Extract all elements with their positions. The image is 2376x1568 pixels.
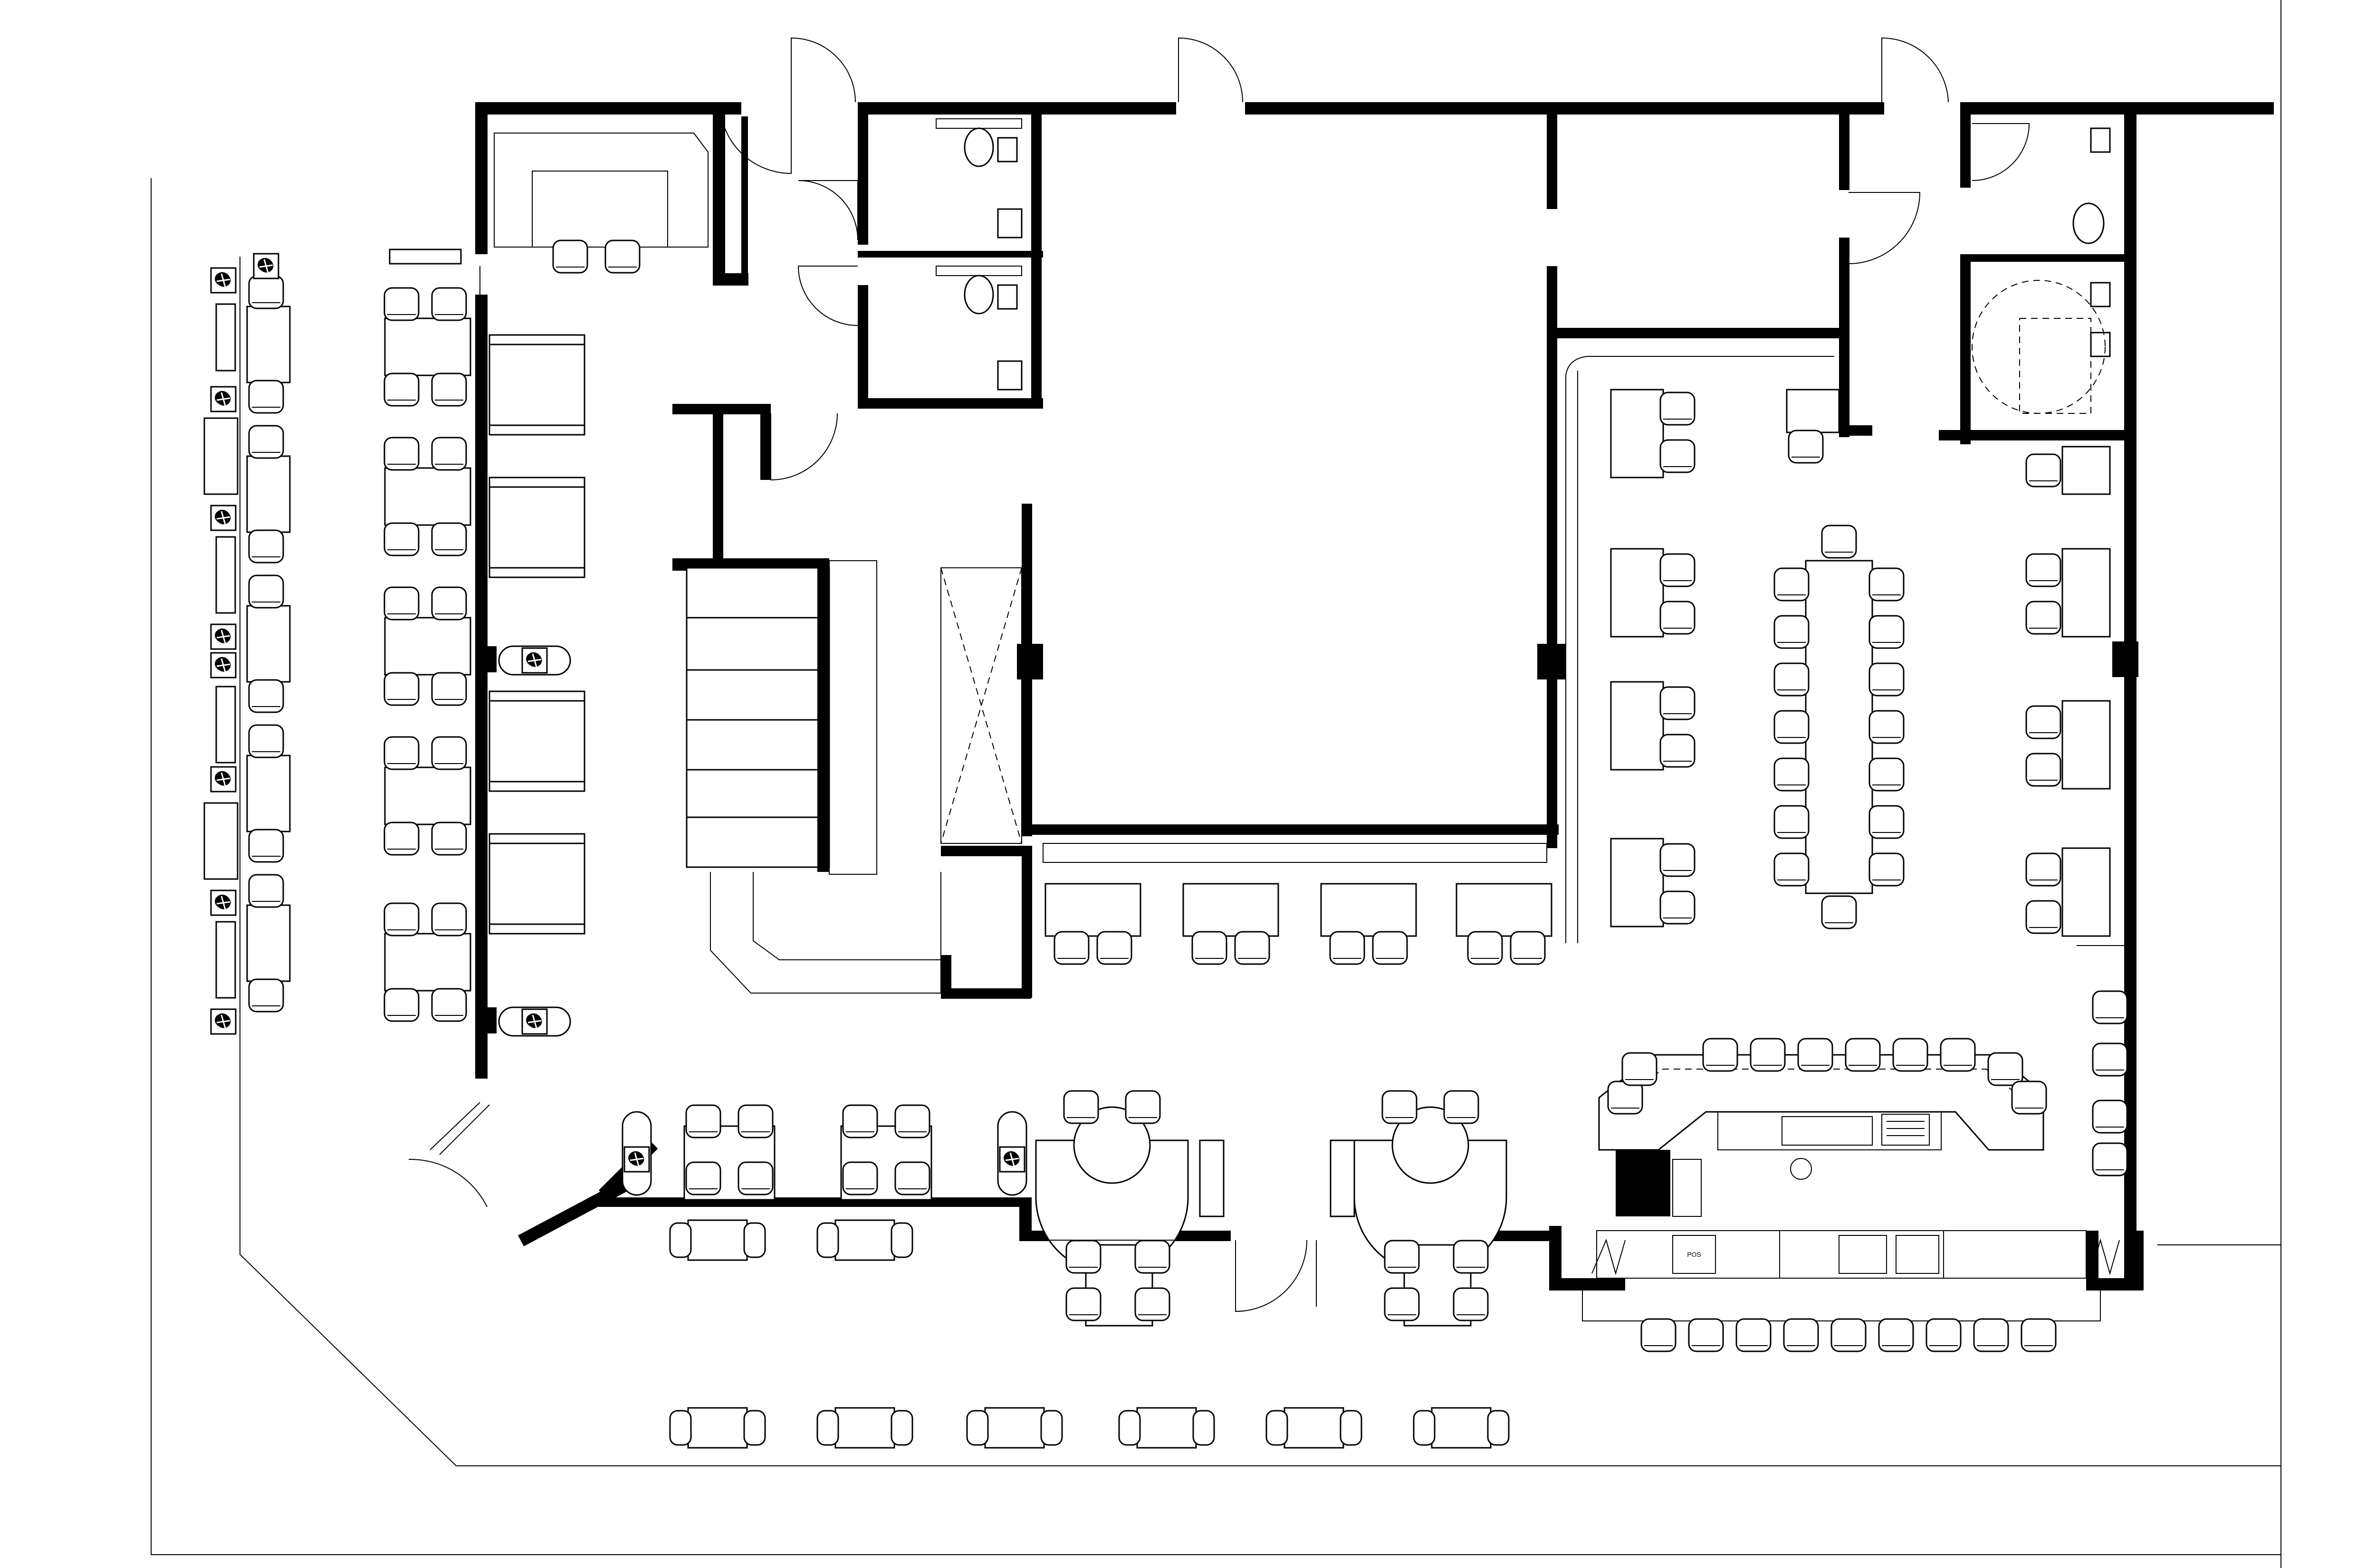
host-stand-area	[494, 133, 709, 274]
left-dining-tables	[383, 249, 471, 1022]
pos-label: POS	[1687, 1251, 1701, 1258]
restroom-fixtures	[936, 118, 2111, 414]
front-tables	[669, 1104, 932, 1261]
booth-seating	[475, 334, 585, 1033]
doors	[408, 37, 2030, 1312]
interior-walls	[672, 102, 2138, 999]
main-bar: POS	[1582, 990, 2128, 1352]
round-booths	[1035, 1090, 1507, 1327]
west-patio	[203, 253, 291, 1035]
sidewalk-tables	[669, 1407, 1510, 1449]
private-dining	[1565, 356, 2124, 946]
glazing	[430, 266, 1178, 1241]
counter-seating	[1043, 843, 1552, 965]
kitchen-area	[686, 560, 1022, 994]
planters	[498, 645, 1027, 1196]
property-lines	[151, 0, 2281, 1568]
